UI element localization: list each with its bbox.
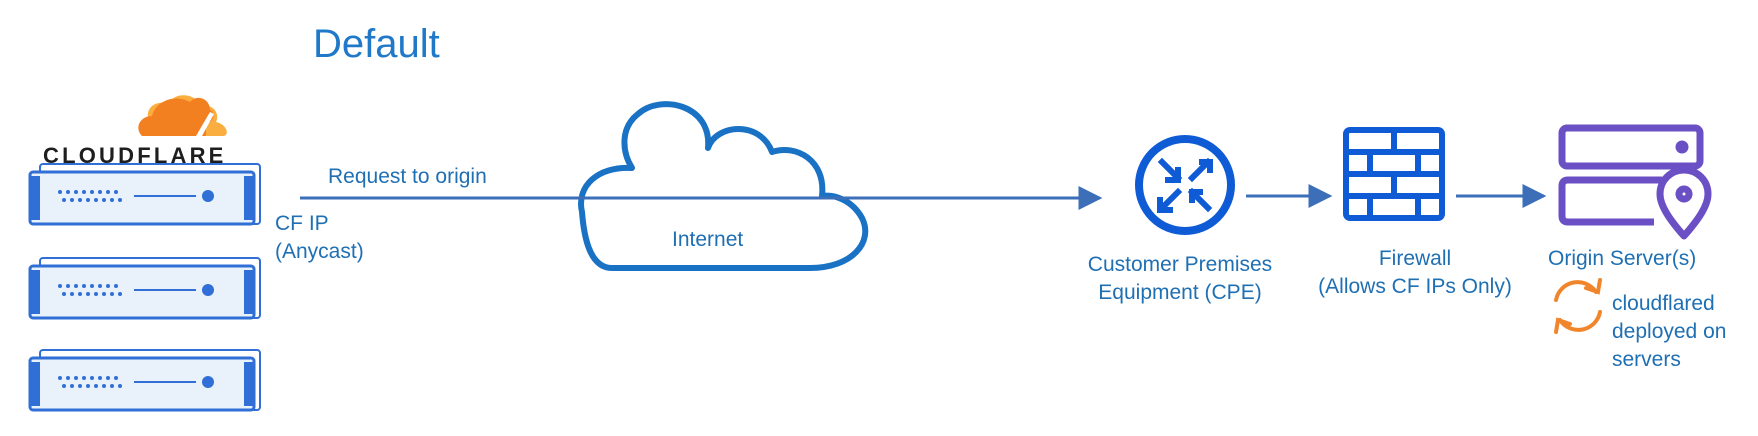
cloudflare-logo-icon: [138, 95, 227, 136]
cloudflared-line1: cloudflared: [1612, 292, 1715, 315]
sync-arrows-icon: [1554, 278, 1602, 334]
cf-ip-label: CF IP: [275, 212, 329, 235]
cpe-label-line1: Customer Premises: [1087, 253, 1273, 276]
cloudflare-wordmark: CLOUDFLARE: [43, 143, 227, 168]
firewall-brick-icon: [1343, 127, 1445, 221]
request-label: Request to origin: [328, 165, 487, 188]
internet-label: Internet: [672, 228, 744, 251]
router-icon: [1135, 135, 1235, 235]
anycast-label: (Anycast): [275, 240, 364, 263]
server-location-icon: [1558, 124, 1712, 240]
server-rack-icon: [28, 349, 261, 412]
internet-cloud-icon: [578, 101, 869, 271]
cloudflared-line3: servers: [1612, 348, 1681, 371]
diagram-title: Default: [313, 22, 440, 66]
firewall-label-line1: Firewall: [1378, 247, 1452, 270]
origin-label: Origin Server(s): [1548, 247, 1697, 270]
server-rack-icon: [28, 163, 261, 226]
cpe-label-line2: Equipment (CPE): [1098, 281, 1262, 304]
firewall-label-line2: (Allows CF IPs Only): [1318, 275, 1512, 298]
server-rack-icon: [28, 257, 261, 320]
cloudflared-line2: deployed on: [1612, 320, 1727, 343]
